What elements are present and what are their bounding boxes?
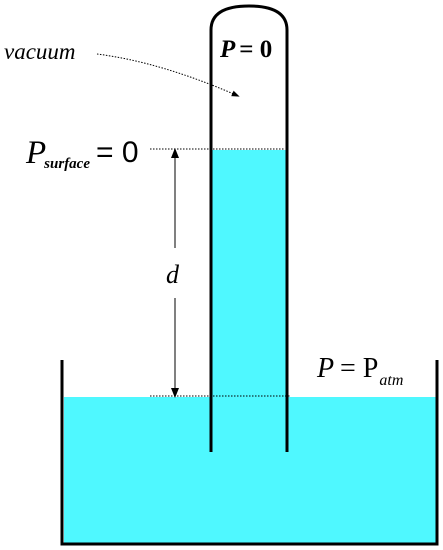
surface-pressure-symbol: P xyxy=(25,135,46,171)
barometer-tube xyxy=(209,4,289,452)
atm-pressure-symbol: P xyxy=(316,353,334,384)
vacuum-label: vacuum xyxy=(4,39,76,64)
top-pressure-value: = 0 xyxy=(239,36,272,63)
atm-pressure-equals: = P xyxy=(340,353,378,384)
surface-pressure-value: = 0 xyxy=(96,136,139,169)
reservoir-container xyxy=(60,360,439,546)
surface-pressure-subscript: surface xyxy=(43,156,90,172)
atm-pressure-subscript: atm xyxy=(379,372,403,389)
vacuum-pointer xyxy=(96,53,240,97)
depth-label: d xyxy=(166,260,180,289)
tube-fluid-column xyxy=(212,150,286,398)
reservoir-fluid xyxy=(64,397,436,543)
top-pressure-symbol: P xyxy=(219,36,236,63)
